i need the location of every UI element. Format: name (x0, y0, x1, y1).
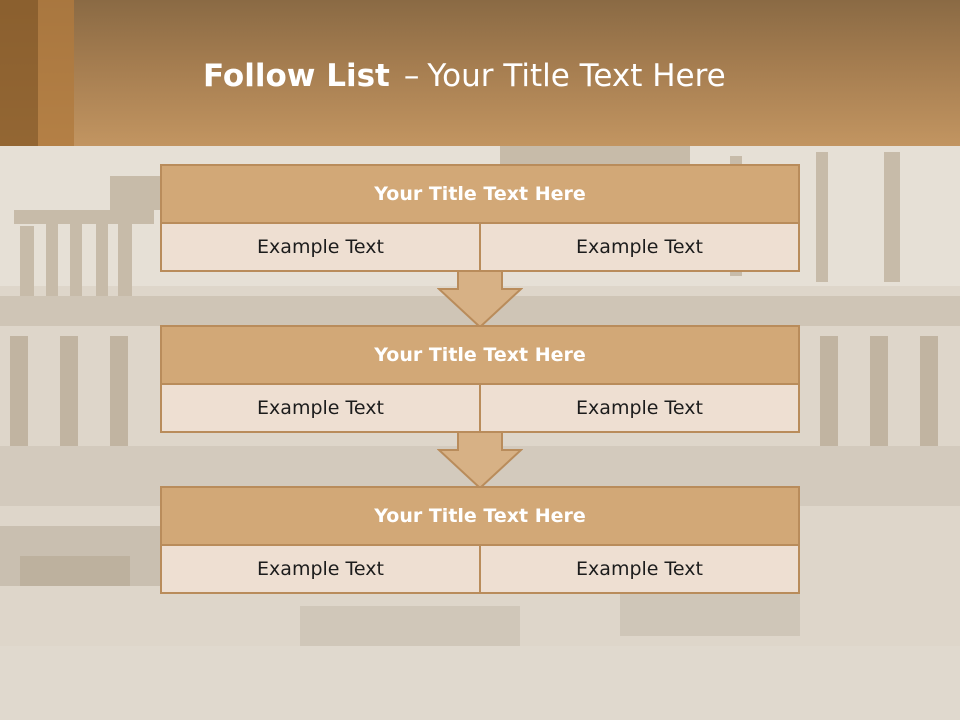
slide-title-separator: – (403, 58, 420, 94)
flow-step-left-cell: Example Text (162, 385, 479, 431)
flow-step-right-cell: Example Text (479, 385, 798, 431)
flow-step-title: Your Title Text Here (162, 327, 798, 385)
flow-step-title: Your Title Text Here (162, 166, 798, 224)
slide-title: Follow List–Your Title Text Here (203, 52, 726, 100)
flow-step-left-cell: Example Text (162, 224, 479, 270)
flow-step-right-cell: Example Text (479, 224, 798, 270)
flow-step-2: Your Title Text Here Example Text Exampl… (160, 325, 800, 433)
header-accent-stripe (0, 0, 38, 146)
down-arrow-icon (437, 271, 523, 329)
down-arrow-icon (437, 432, 523, 490)
flow-step-left-cell: Example Text (162, 546, 479, 592)
header-accent-stripe (38, 0, 74, 146)
header-band: Follow List–Your Title Text Here (0, 0, 960, 146)
flow-step-3: Your Title Text Here Example Text Exampl… (160, 486, 800, 594)
slide-title-bold: Follow List (203, 58, 390, 94)
flow-step-right-cell: Example Text (479, 546, 798, 592)
slide-title-rest: Your Title Text Here (427, 58, 726, 94)
flow-step-1: Your Title Text Here Example Text Exampl… (160, 164, 800, 272)
flow-step-title: Your Title Text Here (162, 488, 798, 546)
